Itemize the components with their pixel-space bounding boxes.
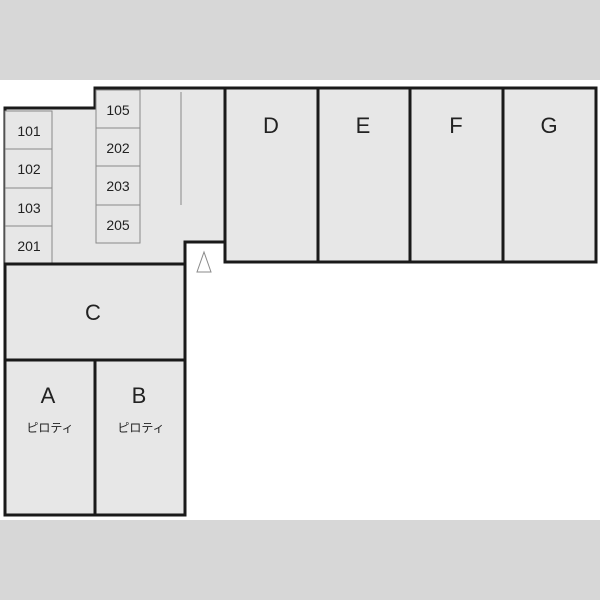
- room-label: G: [540, 113, 557, 138]
- room-label: E: [356, 113, 371, 138]
- slot-label: 203: [106, 178, 130, 194]
- room-b-box: [93, 358, 187, 517]
- room-g-box: [501, 86, 598, 264]
- slot-label: 101: [17, 123, 41, 139]
- bottom-margin-band: [0, 520, 600, 600]
- slot-cell: [95, 165, 141, 206]
- room-e-box: [316, 86, 412, 264]
- slot-label: 205: [106, 217, 130, 233]
- room-label: D: [263, 113, 279, 138]
- room-label: F: [449, 113, 462, 138]
- room-note: ピロティ: [26, 421, 73, 435]
- entrance-arrow-icon: [196, 250, 212, 273]
- room-c-box: [3, 262, 187, 362]
- slot-cell: [95, 89, 141, 129]
- slot-cell: [95, 127, 141, 167]
- room-f-box: [408, 86, 505, 264]
- top-margin-band: [0, 0, 600, 80]
- slot-label: 105: [106, 102, 130, 118]
- room-note: ピロティ: [117, 421, 164, 435]
- slot-cell: [4, 110, 53, 150]
- slot-label: 103: [17, 200, 41, 216]
- room-label: B: [132, 383, 147, 408]
- room-d-box: [223, 86, 320, 264]
- slot-label: 102: [17, 161, 41, 177]
- room-label: A: [41, 383, 56, 408]
- slot-cell: [95, 204, 141, 244]
- slot-label: 202: [106, 140, 130, 156]
- room-label: C: [85, 300, 101, 325]
- slot-label: 201: [17, 238, 41, 254]
